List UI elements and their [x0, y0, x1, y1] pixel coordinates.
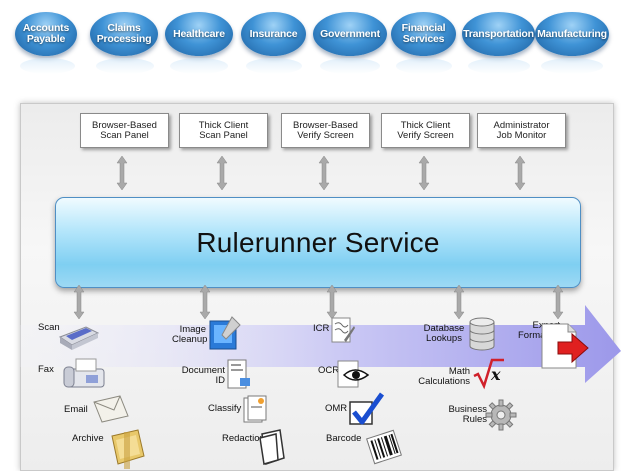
double-arrow-icon	[453, 284, 465, 320]
client-label: Administrator	[493, 119, 550, 131]
client-label: Browser-Based	[293, 119, 358, 131]
pill-label: Accounts	[22, 22, 70, 34]
pill-reflection	[396, 58, 452, 74]
barcode-icon	[366, 429, 402, 465]
rulerunner-service-bar: Rulerunner Service	[55, 197, 581, 288]
export-document-icon	[541, 323, 589, 369]
label-line: Formatting	[518, 330, 564, 341]
pill-insurance[interactable]: Insurance	[241, 12, 306, 56]
label-line: Lookups	[426, 333, 462, 344]
document-id-icon	[227, 359, 250, 389]
label-line: ID	[215, 375, 226, 386]
label-barcode: Barcode	[326, 433, 362, 444]
pill-label: Transportation	[463, 27, 534, 40]
label-fax: Fax	[38, 364, 54, 375]
scanner-icon	[58, 326, 100, 350]
pill-label: Healthcare	[173, 27, 225, 40]
math-sqrt-icon: x	[473, 358, 504, 390]
label-omr: OMR	[325, 403, 348, 414]
process-flow-arrow	[20, 305, 621, 383]
double-arrow-icon	[199, 284, 211, 320]
double-arrow-icon	[116, 155, 128, 191]
pill-government[interactable]: Government	[313, 12, 387, 56]
label-line: Math	[448, 366, 470, 377]
label-email: Email	[64, 404, 88, 415]
fax-icon	[63, 358, 105, 388]
double-arrow-icon	[318, 155, 330, 191]
client-label: Scan Panel	[100, 129, 149, 141]
label-line: Database	[423, 323, 465, 334]
pill-reflection	[20, 58, 75, 74]
pill-reflection	[96, 58, 154, 74]
classify-icon	[243, 395, 267, 423]
pill-label: Claims	[107, 22, 141, 34]
double-arrow-icon	[216, 155, 228, 191]
label-classify: Classify	[208, 403, 242, 414]
gear-icon	[485, 399, 517, 431]
archive-folder-icon	[111, 429, 145, 469]
redaction-icon	[259, 429, 285, 465]
omr-checkbox-icon	[349, 392, 385, 425]
pill-label: Government	[320, 27, 380, 40]
label-line: Image	[179, 324, 206, 335]
client-label: Scan Panel	[199, 129, 248, 141]
double-arrow-icon	[73, 284, 85, 320]
label-scan: Scan	[38, 322, 60, 333]
label-line: Business	[448, 404, 487, 415]
service-title: Rulerunner Service	[196, 226, 440, 258]
label-archive: Archive	[72, 433, 104, 444]
client-label: Browser-Based	[92, 119, 157, 131]
pill-reflection	[320, 58, 380, 74]
label-line: Document	[181, 365, 225, 376]
label-icr: ICR	[313, 323, 330, 334]
pill-manufacturing[interactable]: Manufacturing	[535, 12, 609, 56]
pill-label: Manufacturing	[537, 27, 607, 40]
label-line: Cleanup	[172, 334, 208, 345]
pill-label: Financial	[401, 22, 446, 34]
client-label: Job Monitor	[496, 129, 547, 141]
image-cleanup-icon	[209, 316, 241, 350]
double-arrow-icon	[552, 284, 564, 320]
double-arrow-icon	[514, 155, 526, 191]
label-redaction: Redaction	[222, 433, 265, 444]
pill-label: Services	[402, 33, 445, 45]
pill-reflection	[541, 58, 603, 74]
client-label: Verify Screen	[297, 129, 354, 141]
pill-reflection	[468, 58, 530, 74]
database-icon	[469, 317, 495, 351]
double-arrow-icon	[418, 155, 430, 191]
icr-icon	[331, 317, 355, 343]
label-line: Rules	[462, 414, 487, 425]
client-label: Verify Screen	[397, 129, 454, 141]
envelope-icon	[93, 395, 129, 423]
label-ocr: OCR	[318, 365, 340, 376]
pill-reflection	[170, 58, 228, 74]
ocr-eye-icon	[337, 360, 370, 388]
pill-label: Payable	[26, 33, 66, 45]
svg-text:x: x	[490, 365, 501, 384]
pill-label: Insurance	[249, 27, 298, 40]
pill-healthcare[interactable]: Healthcare	[165, 12, 233, 56]
client-label: Thick Client	[198, 119, 249, 131]
pill-transportation[interactable]: Transportation	[462, 12, 535, 56]
pill-reflection	[246, 58, 302, 74]
client-label: Thick Client	[400, 119, 451, 131]
pill-label: Processing	[96, 33, 152, 45]
label-line: Calculations	[418, 376, 470, 387]
